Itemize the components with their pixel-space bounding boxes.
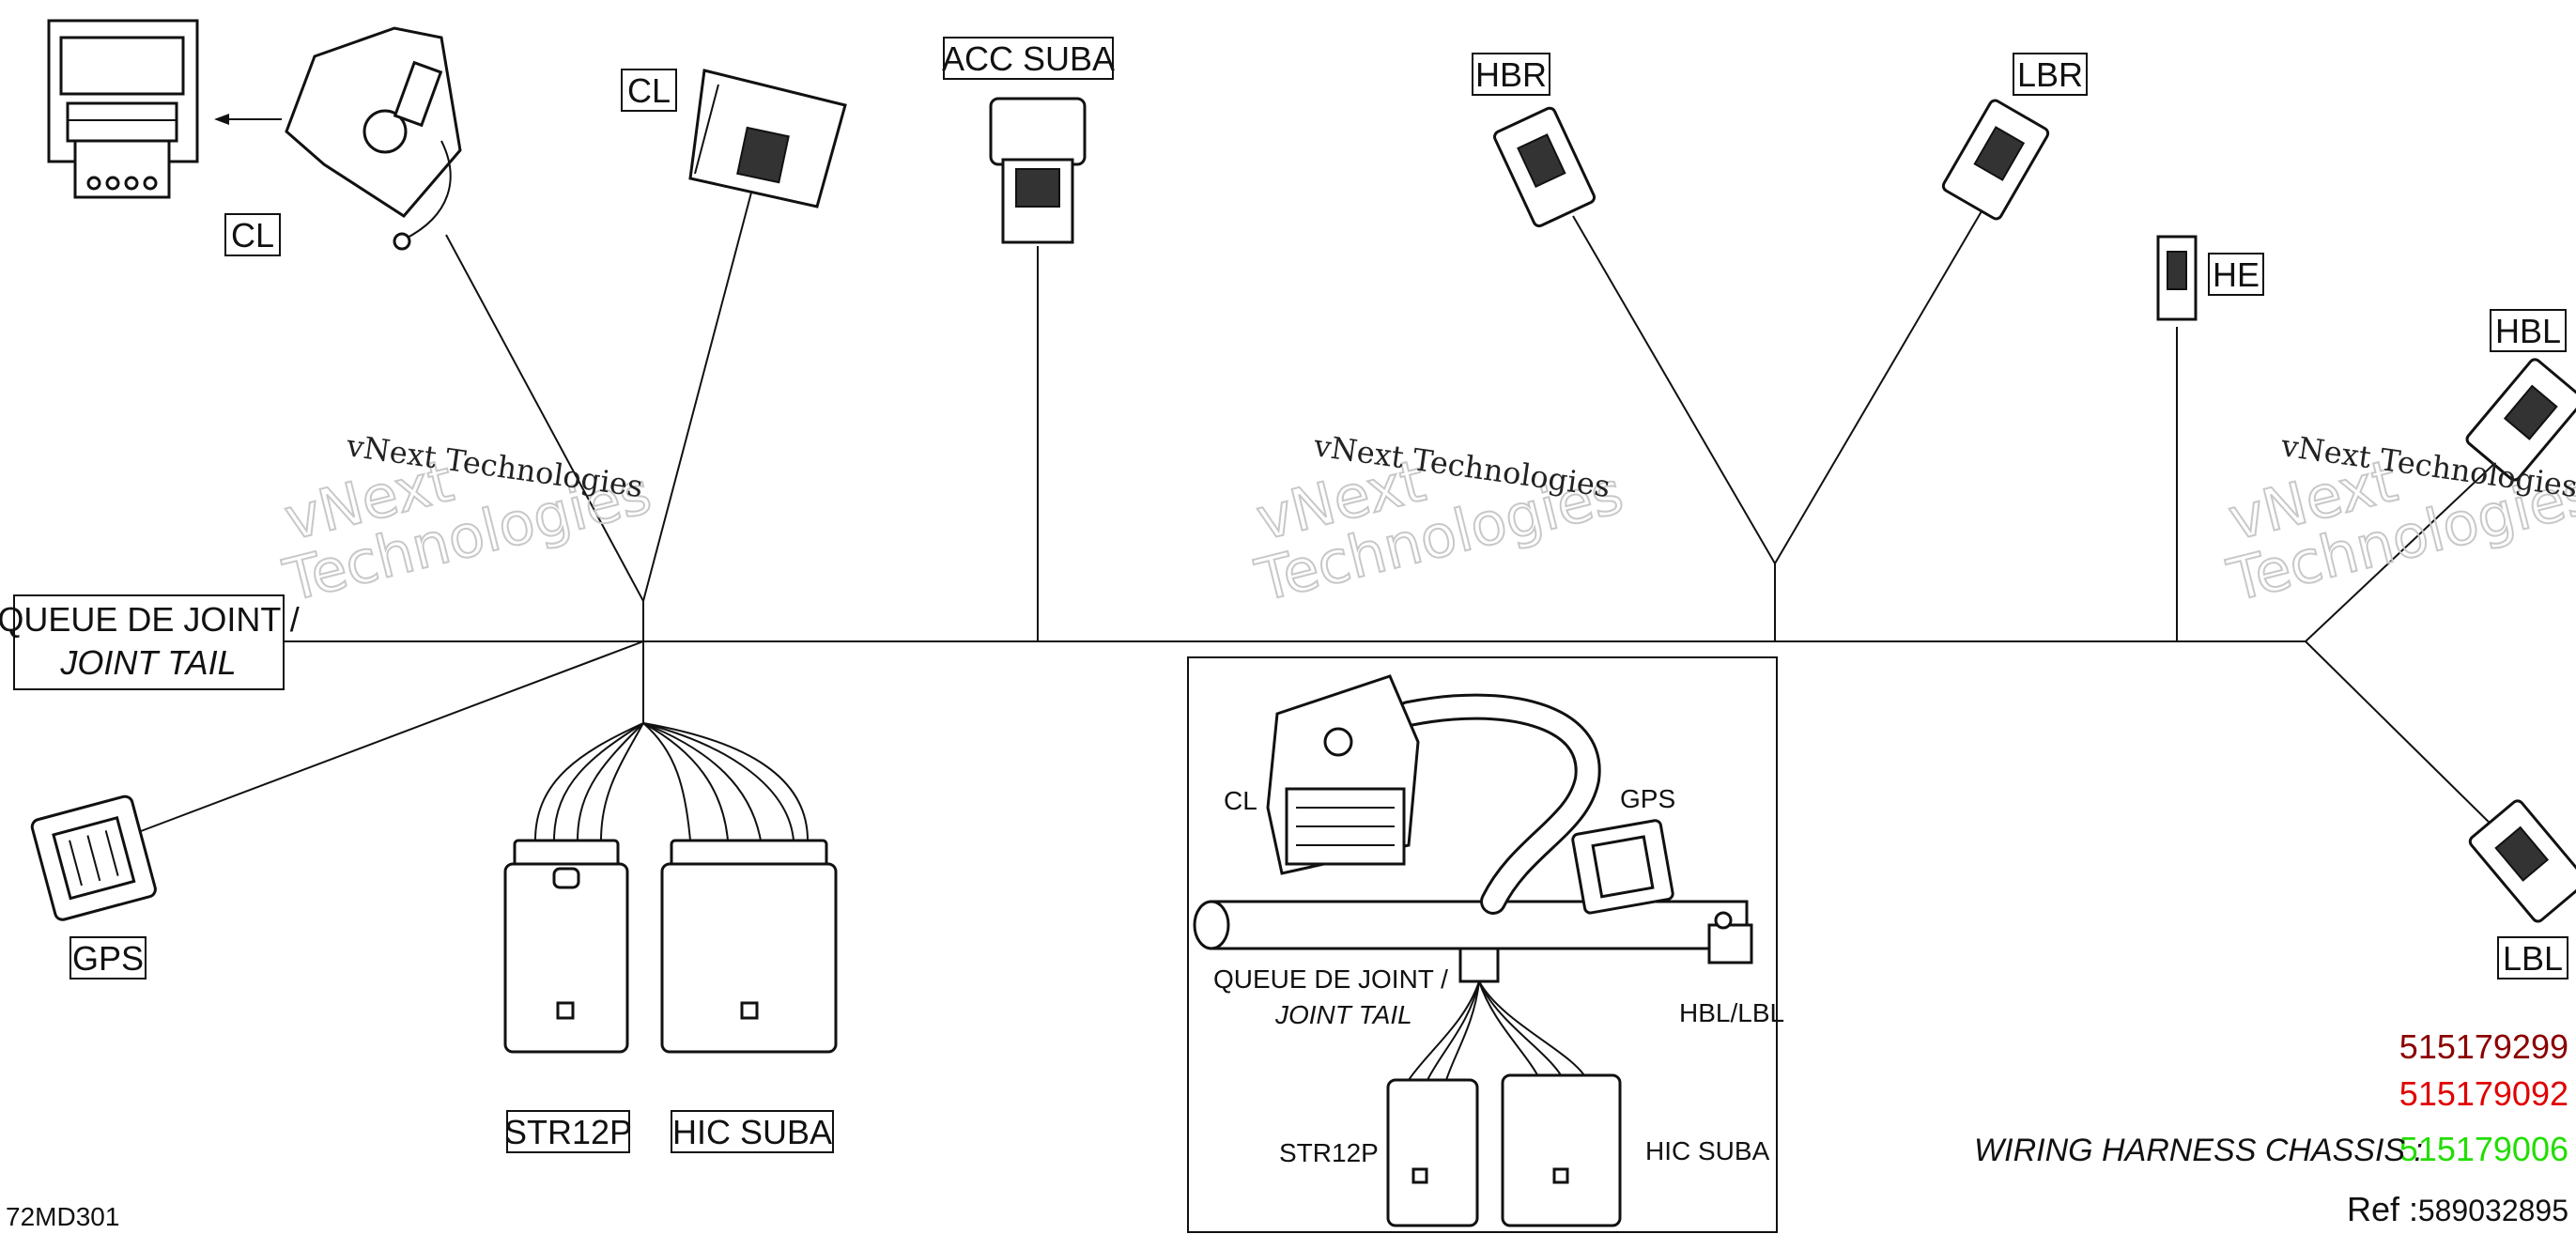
- part-number-3: 515179006: [2399, 1130, 2568, 1168]
- cl-connector-main-icon: [285, 26, 462, 251]
- inset-label-queue-1: QUEUE DE JOINT /: [1213, 964, 1448, 994]
- part-number-list: 515179299 515179092 515179006 WIRING HAR…: [6, 1027, 2568, 1231]
- svg-text:CL: CL: [231, 216, 274, 255]
- svg-text:HIC SUBA: HIC SUBA: [672, 1113, 832, 1151]
- harness-label: WIRING HARNESS CHASSIS :: [1974, 1133, 2423, 1168]
- inset-str12p-connector-icon: [1386, 1078, 1479, 1227]
- label-hbl: HBL: [2490, 309, 2567, 352]
- svg-text:LBR: LBR: [2017, 55, 2083, 94]
- svg-text:GPS: GPS: [72, 939, 144, 978]
- inset-label-hbl-lbl: HBL/LBL: [1679, 998, 1784, 1027]
- svg-text:CL: CL: [627, 71, 671, 110]
- svg-text:HBR: HBR: [1475, 55, 1547, 94]
- cl-connector-detail-icon: [47, 19, 199, 199]
- label-str12p: STR12P: [504, 1110, 632, 1153]
- svg-text:ACC SUBA: ACC SUBA: [942, 39, 1115, 78]
- ref-label: Ref :: [2347, 1190, 2418, 1228]
- label-cl-left: CL: [224, 213, 281, 256]
- label-queue-de-joint: QUEUE DE JOINT / JOINT TAIL: [0, 594, 300, 690]
- label-hbr: HBR: [1472, 53, 1550, 96]
- cl-connector-top-icon: [688, 69, 847, 208]
- inset-label-str12p: STR12P: [1279, 1138, 1379, 1167]
- acc-suba-connector-icon: [989, 97, 1087, 244]
- inset-cl-connector-icon: [1296, 727, 1395, 846]
- label-gps: GPS: [69, 936, 147, 979]
- inset-label-hic-suba: HIC SUBA: [1645, 1136, 1770, 1165]
- label-acc-suba: ACC SUBA: [942, 37, 1115, 80]
- label-lbr: LBR: [2013, 53, 2088, 96]
- part-number-1: 515179299: [2399, 1027, 2568, 1066]
- label-cl-top: CL: [621, 69, 677, 112]
- inset-label-cl: CL: [1224, 786, 1257, 815]
- svg-text:LBL: LBL: [2503, 939, 2563, 978]
- hbl-connector-icon: [2465, 358, 2576, 482]
- inset-panel: CL GPS QUEUE DE JOINT / JOINT TAIL HBL/L…: [1187, 656, 1784, 1233]
- inset-hic-suba-connector-icon: [1501, 1073, 1622, 1227]
- lbl-connector-icon: [2468, 799, 2576, 923]
- svg-text:STR12P: STR12P: [504, 1113, 632, 1151]
- he-connector-icon: [2156, 235, 2198, 321]
- svg-text:JOINT TAIL: JOINT TAIL: [59, 643, 236, 682]
- harness-wires: [140, 192, 2504, 841]
- inset-label-gps: GPS: [1620, 784, 1675, 813]
- inset-hbl-lbl-connector-icon: [1707, 911, 1753, 964]
- diagram-code: 72MD301: [6, 1202, 119, 1231]
- gps-connector-icon: [30, 794, 157, 921]
- inset-label-queue-2: JOINT TAIL: [1274, 1000, 1412, 1029]
- ref-value: 589032895: [2418, 1194, 2568, 1227]
- label-he: HE: [2208, 253, 2264, 296]
- part-number-2: 515179092: [2399, 1074, 2568, 1113]
- inset-gps-connector-icon: [1571, 819, 1674, 915]
- arrow-icon: [214, 114, 282, 125]
- lbr-connector-icon: [1941, 99, 2050, 221]
- str12p-connector-icon: [503, 839, 629, 1054]
- label-lbl: LBL: [2497, 936, 2568, 979]
- svg-text:HBL: HBL: [2495, 312, 2561, 350]
- svg-text:QUEUE DE JOINT /: QUEUE DE JOINT /: [0, 600, 300, 639]
- watermark: vNext Technologies vNext Technologies vN…: [276, 427, 2576, 616]
- label-hic-suba: HIC SUBA: [671, 1110, 834, 1153]
- svg-text:HE: HE: [2213, 255, 2260, 294]
- hic-suba-connector-icon: [660, 839, 838, 1054]
- hbr-connector-icon: [1493, 106, 1597, 228]
